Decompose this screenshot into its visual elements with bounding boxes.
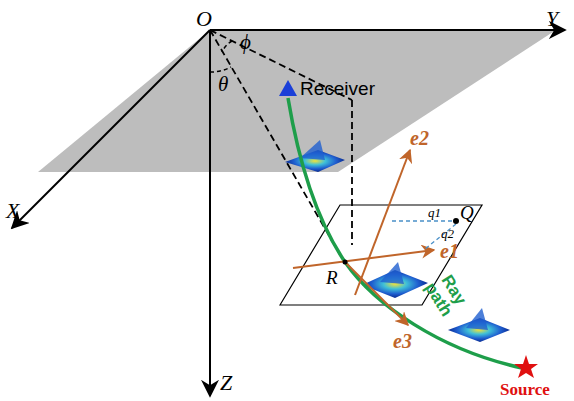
axis-label: Y xyxy=(546,8,558,30)
vector-label: e1 xyxy=(440,241,459,261)
source-star xyxy=(514,355,538,378)
x-axis xyxy=(12,30,210,228)
wave-packet xyxy=(448,308,510,342)
receiver-label: Receiver xyxy=(300,79,375,98)
y-axis xyxy=(210,29,565,31)
vector-label: e2 xyxy=(410,128,429,148)
theta-arc xyxy=(210,67,231,72)
e1-vector xyxy=(293,250,434,268)
point-r xyxy=(343,260,348,265)
surface-plane xyxy=(38,30,556,172)
projection-line xyxy=(351,100,353,245)
phi-arc xyxy=(222,41,232,52)
e2-vector xyxy=(355,150,410,295)
angle-label: ϕ xyxy=(240,32,251,53)
point-label: R xyxy=(326,268,338,287)
point-q xyxy=(453,218,459,224)
vector-label: e3 xyxy=(393,331,412,351)
coordinate-label: q2 xyxy=(441,227,454,240)
source-label: Source xyxy=(500,381,550,398)
axis-label: Z xyxy=(220,372,232,394)
ray-path-label: Ray path xyxy=(419,267,473,323)
wave-packet xyxy=(285,140,345,172)
angle-label: θ xyxy=(218,74,228,95)
origin-label: O xyxy=(196,8,212,30)
coordinate-label: q1 xyxy=(428,206,441,219)
point-label: Q xyxy=(460,203,474,222)
axis-label: X xyxy=(6,200,19,222)
e3-vector xyxy=(345,262,408,325)
receiver-triangle xyxy=(279,80,297,96)
q1-projection xyxy=(392,220,452,221)
ray-path-curve xyxy=(288,98,522,368)
z-axis xyxy=(209,30,211,396)
